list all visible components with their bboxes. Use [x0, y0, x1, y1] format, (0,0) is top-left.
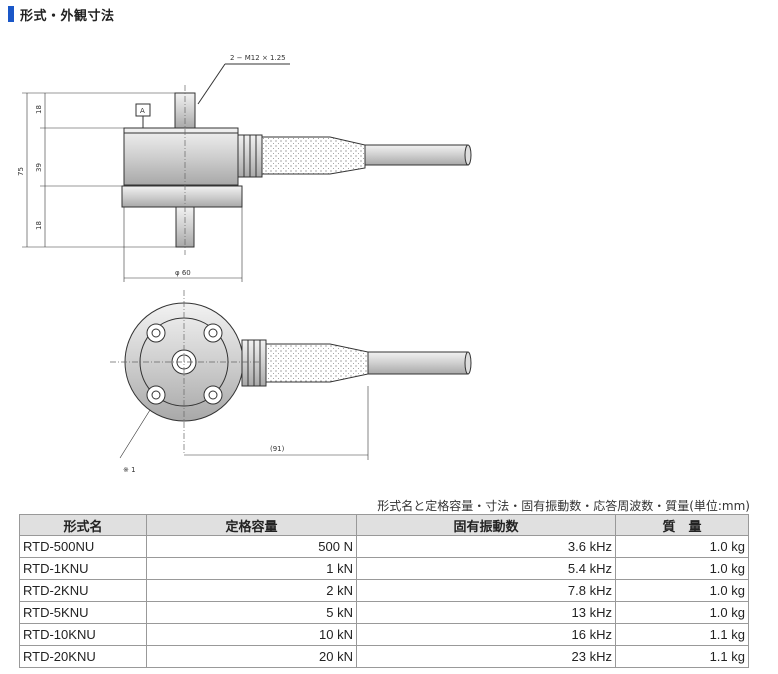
cell-capacity: 10 kN	[146, 623, 357, 646]
cell-mass: 1.0 kg	[615, 579, 749, 602]
cell-capacity: 2 kN	[146, 579, 357, 602]
section-heading: 形式・外観寸法	[8, 5, 115, 24]
cell-mass: 1.1 kg	[615, 623, 749, 646]
header-frequency: 固有振動数	[356, 514, 616, 536]
table-row: RTD-2KNU 2 kN 7.8 kHz 1.0 kg	[19, 579, 749, 602]
table-row: RTD-20KNU 20 kN 23 kHz 1.1 kg	[19, 645, 749, 668]
dim-18-top: 18	[35, 105, 43, 114]
table-row: RTD-5KNU 5 kN 13 kHz 1.0 kg	[19, 601, 749, 624]
table-row: RTD-10KNU 10 kN 16 kHz 1.1 kg	[19, 623, 749, 646]
cell-mass: 1.0 kg	[615, 557, 749, 580]
cell-capacity: 500 N	[146, 535, 357, 558]
cell-capacity: 5 kN	[146, 601, 357, 624]
cell-model: RTD-500NU	[19, 535, 147, 558]
heading-marker	[8, 6, 14, 22]
cell-model: RTD-20KNU	[19, 645, 147, 668]
cell-frequency: 7.8 kHz	[356, 579, 616, 602]
header-row: 形式名 定格容量 固有振動数 質 量	[19, 514, 749, 536]
side-view	[22, 63, 472, 282]
cell-frequency: 13 kHz	[356, 601, 616, 624]
thread-label: 2 − M12 × 1.25	[230, 54, 286, 62]
cell-mass: 1.1 kg	[615, 645, 749, 668]
cell-capacity: 1 kN	[146, 557, 357, 580]
dim-39: 39	[35, 163, 43, 172]
header-capacity: 定格容量	[146, 514, 357, 536]
cell-frequency: 16 kHz	[356, 623, 616, 646]
cell-model: RTD-1KNU	[19, 557, 147, 580]
cell-capacity: 20 kN	[146, 645, 357, 668]
cell-mass: 1.0 kg	[615, 535, 749, 558]
heading-title: 形式・外観寸法	[20, 8, 115, 24]
spec-table: 形式名 定格容量 固有振動数 質 量 RTD-500NU 500 N 3.6 k…	[19, 514, 749, 668]
cell-model: RTD-2KNU	[19, 579, 147, 602]
cell-frequency: 5.4 kHz	[356, 557, 616, 580]
cell-mass: 1.0 kg	[615, 601, 749, 624]
cell-frequency: 23 kHz	[356, 645, 616, 668]
header-mass: 質 量	[615, 514, 749, 536]
dim-75: 75	[17, 167, 25, 176]
dim-18-bottom: 18	[35, 221, 43, 230]
note-mark: ※ 1	[123, 466, 136, 474]
technical-drawing: 2 − M12 × 1.25 A 18 39 18 75 φ 60 (91) ※…	[17, 54, 472, 474]
cell-model: RTD-10KNU	[19, 623, 147, 646]
datum-label: A	[140, 107, 145, 115]
table-row: RTD-500NU 500 N 3.6 kHz 1.0 kg	[19, 535, 749, 558]
table-caption: 形式名と定格容量・寸法・固有振動数・応答周波数・質量(単位:mm)	[377, 499, 750, 513]
front-view	[110, 290, 472, 460]
dim-diameter: φ 60	[175, 269, 191, 277]
table-row: RTD-1KNU 1 kN 5.4 kHz 1.0 kg	[19, 557, 749, 580]
dim-cable: (91)	[270, 445, 285, 453]
cell-model: RTD-5KNU	[19, 601, 147, 624]
header-model: 形式名	[19, 514, 147, 536]
cell-frequency: 3.6 kHz	[356, 535, 616, 558]
